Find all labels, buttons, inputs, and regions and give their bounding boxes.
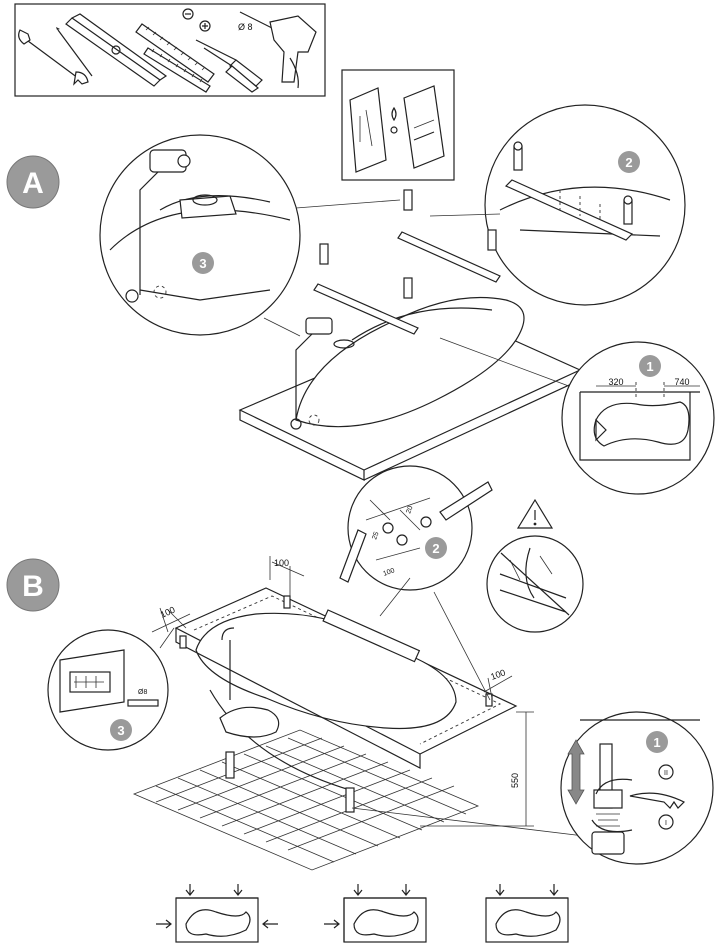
section-a-label: A <box>22 167 44 200</box>
dim-b2-20: 20 <box>405 505 414 515</box>
dim-b2-25: 25 <box>371 531 380 541</box>
svg-text:3: 3 <box>117 723 124 738</box>
detail-a2: 2 <box>484 104 686 306</box>
bathtub-b: 100 100 100 550 <box>151 556 585 837</box>
variant-1 <box>156 884 278 943</box>
detail-a3: 3 <box>99 134 301 336</box>
dim-b-height: 550 <box>510 773 520 788</box>
pencil-icon <box>56 27 93 77</box>
section-b-badge: B <box>6 558 60 612</box>
no-cable-drilling-icon <box>486 535 584 633</box>
support-variants <box>156 884 569 943</box>
svg-text:3: 3 <box>199 256 206 271</box>
step-a2-badge: 2 <box>618 151 640 173</box>
variant-2 <box>324 884 427 943</box>
dim-740: 740 <box>674 377 689 387</box>
dim-b-right: 100 <box>489 667 507 682</box>
screwdriver-icon <box>182 8 263 93</box>
variant-3 <box>485 884 569 943</box>
section-a: A 3 <box>6 69 715 495</box>
turn-i-label: I <box>665 820 667 827</box>
turn-ii-label: II <box>664 770 668 777</box>
section-b: B 25 20 100 2 <box>6 465 714 943</box>
step-a3-badge: 3 <box>192 252 214 274</box>
drill-bit-label: Ø 8 <box>238 22 253 32</box>
section-a-badge: A <box>6 155 60 209</box>
dim-b2-100: 100 <box>382 567 395 578</box>
floor-tiles <box>132 729 480 871</box>
step-b3-badge: 3 <box>110 719 132 741</box>
svg-text:1: 1 <box>653 735 660 750</box>
section-b-label: B <box>22 570 44 603</box>
detail-b1: II I 1 <box>560 711 714 865</box>
manual-booklets <box>341 69 455 181</box>
svg-text:1: 1 <box>646 359 653 374</box>
svg-text:2: 2 <box>625 155 632 170</box>
spirit-level-icon <box>65 13 168 87</box>
svg-text:2: 2 <box>432 541 439 556</box>
step-b2-badge: 2 <box>425 537 447 559</box>
warning-icon <box>516 498 554 529</box>
wrench-icon <box>18 29 89 86</box>
dim-b-left: 100 <box>159 605 177 620</box>
detail-b3: Ø8 3 <box>47 629 169 751</box>
detail-a1: 320 740 1 <box>561 341 715 495</box>
drill-icon: Ø 8 <box>238 11 317 89</box>
step-a1-badge: 1 <box>639 355 661 377</box>
folding-rule-icon <box>135 23 215 93</box>
up-down-arrow-icon <box>567 739 585 805</box>
step-b1-badge: 1 <box>646 731 668 753</box>
tools-panel: Ø 8 <box>14 3 326 97</box>
anchor-bit-label: Ø8 <box>138 689 147 696</box>
detail-b2: 25 20 100 2 <box>339 465 493 591</box>
dim-320: 320 <box>608 377 623 387</box>
dim-b-top: 100 <box>274 558 289 568</box>
